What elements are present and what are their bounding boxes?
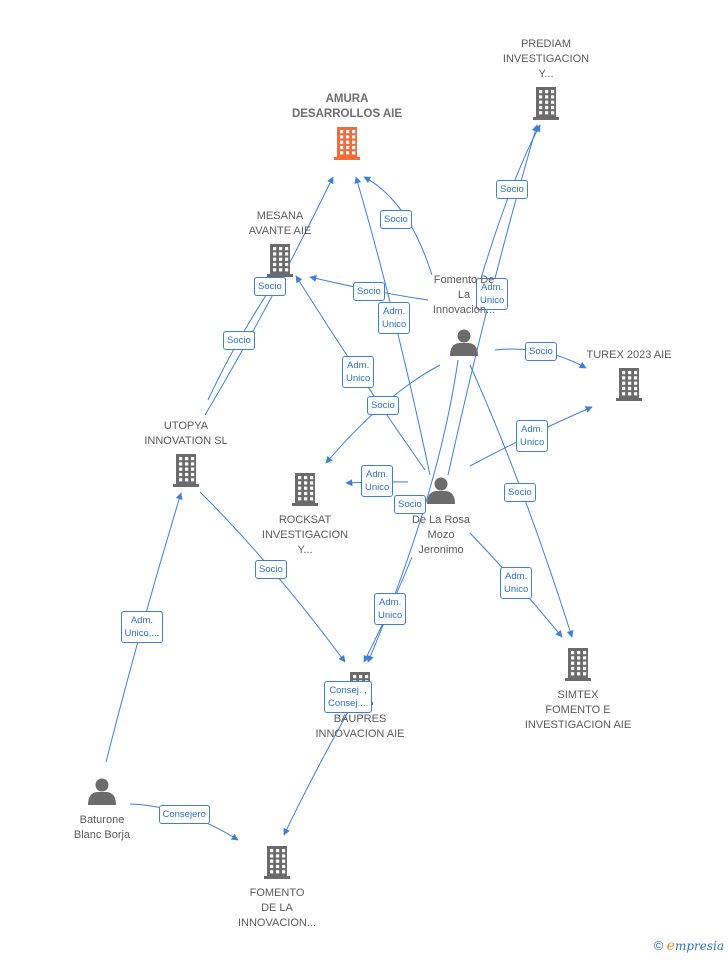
node-label-turex[interactable]: TUREX 2023 AIE — [586, 349, 672, 361]
edge-label-utopya-to-mesana[interactable]: Socio — [223, 330, 255, 350]
edge-label-fomento_la-to-baupres[interactable]: Socio — [394, 494, 426, 514]
edge-label-fomento_la-to-amura[interactable]: Socio — [380, 209, 412, 229]
edge-label-baturone-to-fomento_inno[interactable]: Consejero — [158, 804, 210, 824]
node-label-simtex[interactable]: SIMTEX FOMENTO E INVESTIGACION AIE — [524, 689, 632, 731]
building-icon-mesana[interactable] — [267, 244, 293, 277]
edge-label-utopya-to-amura[interactable]: Socio — [254, 276, 286, 296]
edge-label-delarosa-to-simtex[interactable]: Adm. Unico — [500, 567, 533, 599]
edge-fomento_la-to-prediam — [481, 124, 541, 276]
edge-label-delarosa-to-turex[interactable]: Adm. Unico — [516, 420, 549, 452]
node-label-amura[interactable]: AMURA DESARROLLOS AIE — [291, 93, 403, 120]
node-label-utopya[interactable]: UTOPYA INNOVATION SL — [144, 420, 228, 447]
person-icon-baturone[interactable] — [88, 778, 116, 806]
person-icon-delarosa[interactable] — [427, 477, 455, 505]
node-label-delarosa[interactable]: De La Rosa Mozo Jeronimo — [411, 514, 471, 556]
edge-label-fomento_la-to-rocksat[interactable]: Socio — [367, 395, 399, 415]
building-icon-utopya[interactable] — [173, 454, 199, 487]
edge-label-fomento_la-to-turex[interactable]: Socio — [525, 341, 557, 361]
edge-label-delarosa-to-baupres[interactable]: Adm. Unico — [374, 593, 407, 625]
node-label-fomento_la[interactable]: Fomento De La Innovacion... — [432, 274, 496, 316]
building-icon-amura[interactable] — [334, 127, 360, 160]
building-icon-fomento_inno[interactable] — [264, 846, 290, 879]
node-label-mesana[interactable]: MESANA AVANTE AIE — [248, 210, 312, 237]
building-icon-turex[interactable] — [616, 368, 642, 401]
edge-label-utopya-to-baupres[interactable]: Socio — [255, 559, 287, 579]
edge-label-fomento_la-to-prediam[interactable]: Socio — [496, 179, 528, 199]
node-label-fomento_inno[interactable]: FOMENTO DE LA INNOVACION... — [237, 887, 317, 929]
edge-label-delarosa-to-amura[interactable]: Adm. Unico — [378, 302, 411, 334]
brand-footer: © empresia — [654, 938, 724, 954]
building-icon-prediam[interactable] — [533, 87, 559, 120]
edge-baupres-to-fomento_inno — [283, 711, 349, 836]
node-label-baturone[interactable]: Baturone Blanc Borja — [73, 814, 131, 841]
edge-utopya-to-amura — [204, 176, 334, 416]
brand-logo-e: e — [666, 938, 675, 954]
node-label-baupres[interactable]: BAUPRES INNOVACION AIE — [315, 713, 405, 740]
node-label-rocksat[interactable]: ROCKSAT INVESTIGACION Y... — [261, 514, 349, 556]
person-icon-fomento_la[interactable] — [450, 329, 478, 357]
edge-label-delarosa-to-rocksat[interactable]: Adm. Unico — [361, 465, 394, 497]
brand-logo-text: mpresia — [674, 939, 724, 953]
copyright-icon: © — [653, 938, 664, 953]
edge-label-delarosa-to-prediam[interactable]: Adm. Unico — [476, 278, 509, 310]
node-label-prediam[interactable]: PREDIAM INVESTIGACION Y... — [502, 38, 590, 80]
edge-label-fomento_la-to-mesana[interactable]: Socio — [353, 281, 385, 301]
edge-label-baturone-to-utopya[interactable]: Adm. Unico,... — [120, 611, 164, 643]
building-icon-simtex[interactable] — [565, 648, 591, 681]
edge-label-baupres-to-fomento_inno[interactable]: Consej. , Consej.... — [324, 681, 373, 713]
building-icon-rocksat[interactable] — [292, 473, 318, 506]
edge-label-fomento_la-to-simtex[interactable]: Socio — [504, 482, 536, 502]
edge-label-delarosa-to-mesana[interactable]: Adm. Unico — [342, 356, 375, 388]
